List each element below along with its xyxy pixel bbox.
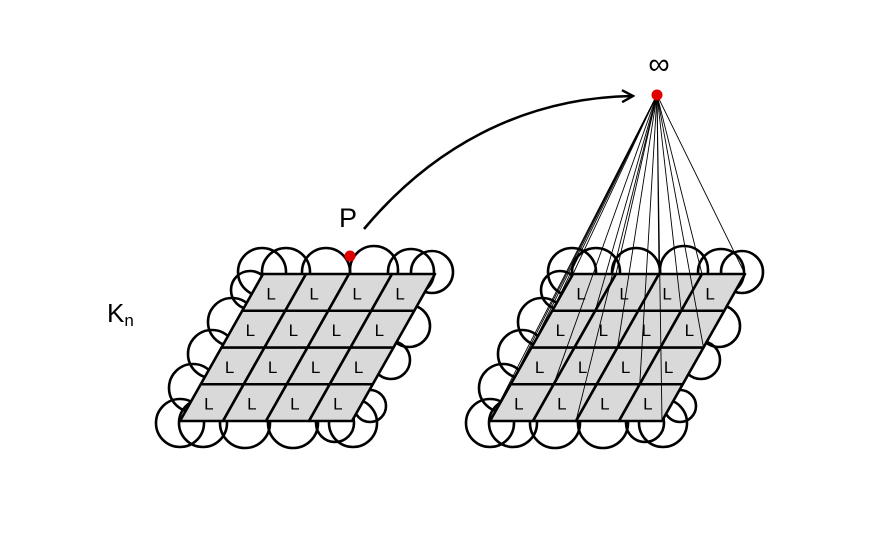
cone-line — [575, 94, 658, 422]
label-infinity: ∞ — [648, 48, 669, 81]
cone-line — [639, 94, 658, 385]
left-cell-label: L — [290, 395, 299, 414]
right-boundary-circle — [719, 249, 765, 295]
right-cell-label: L — [576, 284, 585, 303]
right-cell-label: L — [514, 395, 523, 414]
left-boundary-circle — [409, 249, 455, 295]
right-cell-label: L — [600, 395, 609, 414]
right-cell-label: L — [535, 358, 544, 377]
infinity-point-marker — [651, 89, 663, 101]
left-cell-label: L — [268, 358, 277, 377]
left-cell-label: L — [311, 358, 320, 377]
right-cell-label: L — [685, 321, 694, 340]
cone-line — [551, 94, 658, 311]
right-cell-label: L — [619, 284, 628, 303]
left-cell-label: L — [332, 321, 341, 340]
cone-line — [615, 94, 658, 275]
left-cell-label: L — [246, 321, 255, 340]
label-kn: Kn — [107, 298, 134, 330]
left-boundary-circle — [154, 397, 206, 449]
cone-line — [617, 94, 658, 348]
cone-line — [656, 94, 703, 275]
cone-line — [553, 94, 658, 385]
right-cell-label: L — [578, 358, 587, 377]
right-cell-label: L — [599, 321, 608, 340]
cone-lines — [489, 94, 746, 422]
right-cell-label: L — [621, 358, 630, 377]
left-cell-label: L — [309, 284, 318, 303]
right-cell-label: L — [643, 395, 652, 414]
left-cell-label: L — [354, 358, 363, 377]
right-boundary-circle — [464, 397, 516, 449]
left-cell-label: L — [266, 284, 275, 303]
label-kn-main: K — [107, 298, 125, 328]
right-cell-label: L — [557, 395, 566, 414]
cone-line — [572, 94, 658, 275]
left-cell-label: L — [395, 284, 404, 303]
left-cell-label: L — [247, 395, 256, 414]
left-cell — [369, 272, 437, 313]
left-cell-label: L — [375, 321, 384, 340]
left-cell-label: L — [225, 358, 234, 377]
left-cell-label: L — [289, 321, 298, 340]
left-cell-label: L — [204, 395, 213, 414]
right-cell-label: L — [556, 321, 565, 340]
left-cell-label: L — [333, 395, 342, 414]
right-cell-label: L — [705, 284, 714, 303]
cone-line — [656, 94, 704, 348]
cone-line — [656, 94, 660, 275]
right-cell-label: L — [662, 284, 671, 303]
cone-line — [594, 94, 658, 311]
left-cell-label: L — [352, 284, 361, 303]
point-p-marker — [344, 250, 356, 262]
map-arrow — [363, 96, 632, 230]
label-kn-subscript: n — [124, 311, 133, 330]
right-cell-label: L — [642, 321, 651, 340]
right-cell-label: L — [664, 358, 673, 377]
label-point-p: P — [339, 203, 357, 233]
cone-line — [656, 94, 682, 311]
cone-line — [656, 94, 746, 275]
